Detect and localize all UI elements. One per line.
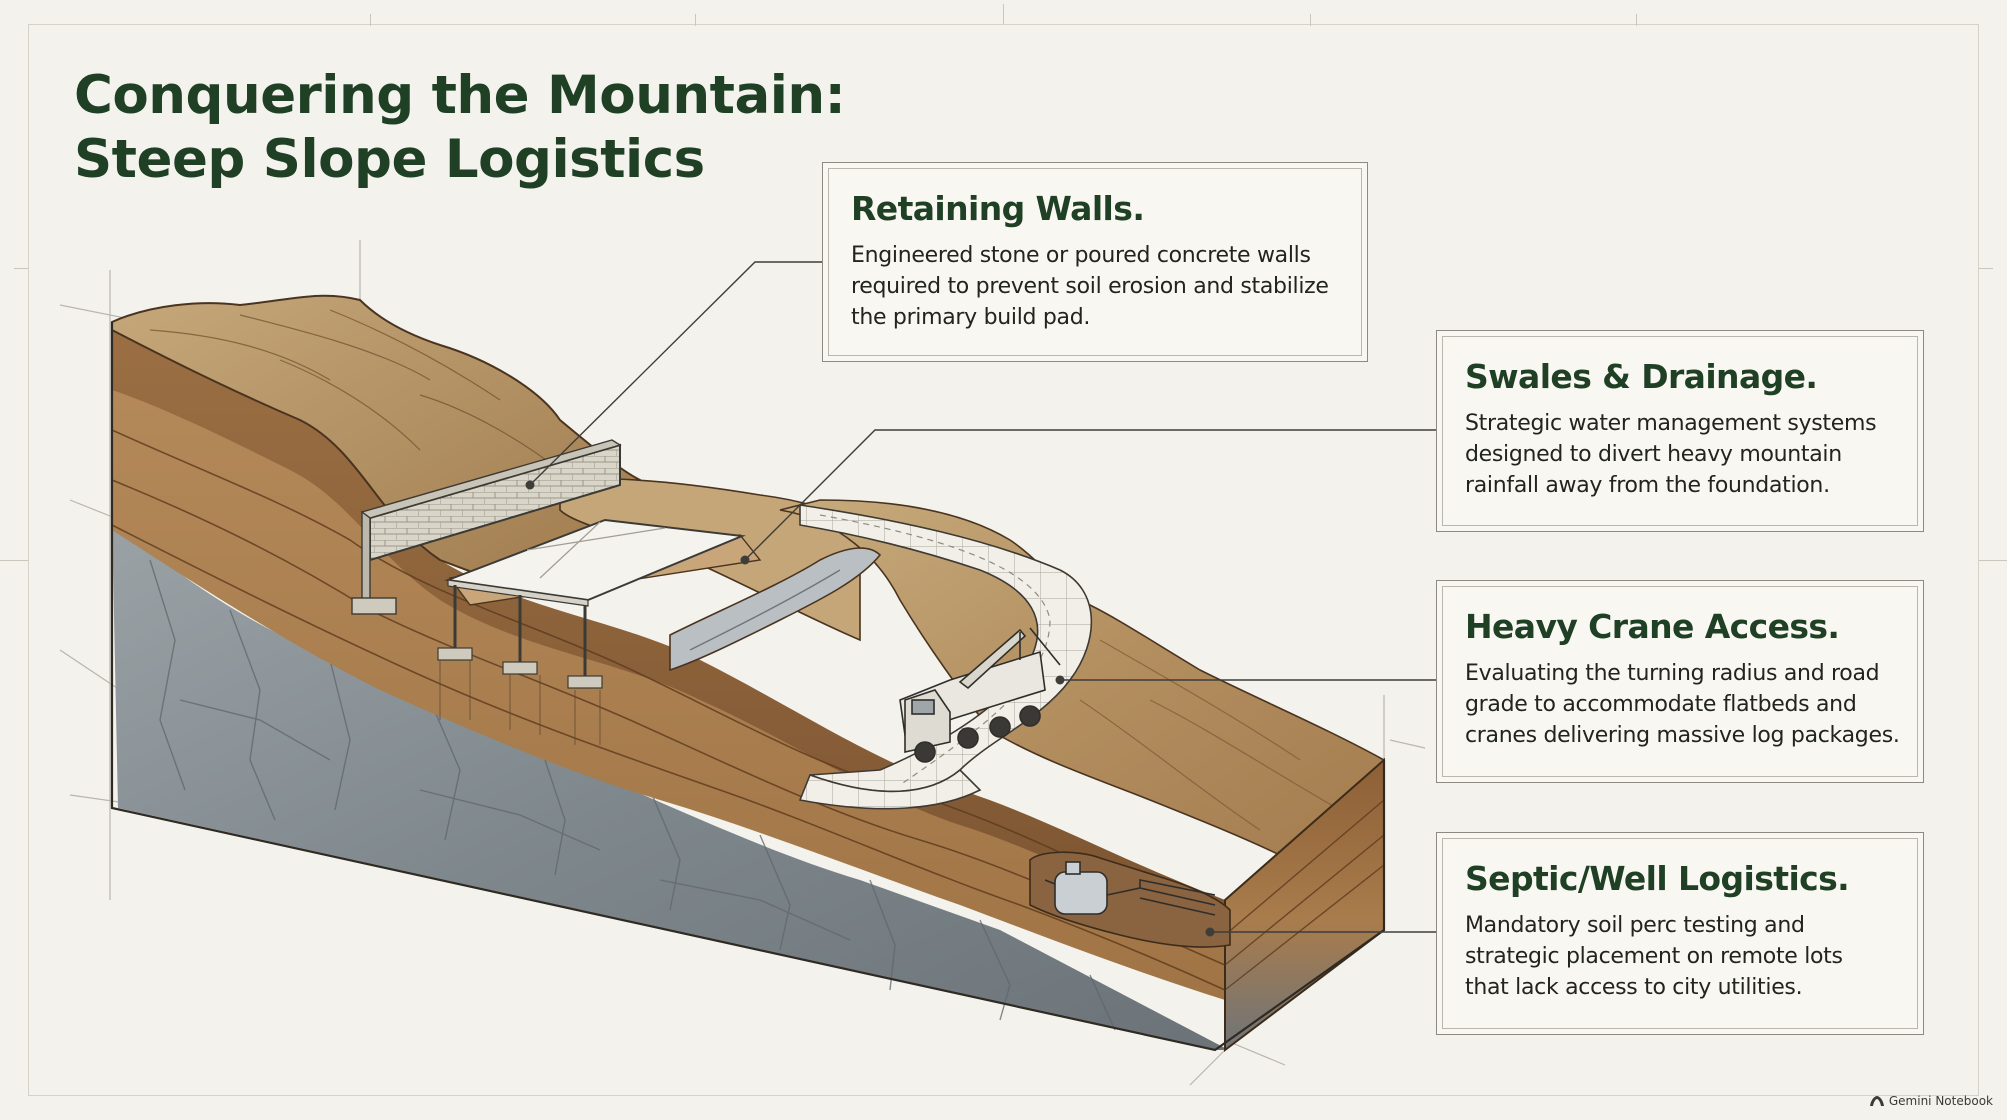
callout-heading: Heavy Crane Access.: [1465, 607, 1840, 646]
callout-body: Mandatory soil perc testing and strategi…: [1465, 910, 1895, 1003]
callout-body: Evaluating the turning radius and road g…: [1465, 658, 1900, 751]
frame-tick: [1003, 4, 1004, 24]
watermark: Gemini Notebook: [1869, 1094, 1993, 1108]
callout-line: Evaluating the turning radius and road: [1465, 661, 1880, 686]
page-title: Conquering the Mountain: Steep Slope Log…: [74, 64, 846, 192]
callout-line: cranes delivering massive log packages.: [1465, 723, 1900, 748]
callout-heading: Swales & Drainage.: [1465, 357, 1818, 396]
callout-heavy-crane-access: Heavy Crane Access. Evaluating the turni…: [1436, 580, 1924, 783]
callout-swales-drainage: Swales & Drainage. Strategic water manag…: [1436, 330, 1924, 532]
frame-tick: [1979, 560, 2007, 561]
title-line-2: Steep Slope Logistics: [74, 129, 705, 190]
callout-body: Strategic water management systems desig…: [1465, 408, 1895, 501]
callout-line: the primary build pad.: [851, 305, 1091, 330]
frame-tick: [1979, 268, 1993, 269]
watermark-text: Gemini Notebook: [1888, 1094, 1993, 1108]
callout-line: grade to accommodate flatbeds and: [1465, 692, 1857, 717]
frame-tick: [14, 268, 28, 269]
title-line-1: Conquering the Mountain:: [74, 65, 846, 126]
frame-tick: [0, 560, 28, 561]
callout-septic-well-logistics: Septic/Well Logistics. Mandatory soil pe…: [1436, 832, 1924, 1035]
frame-tick: [695, 14, 696, 26]
callout-line: that lack access to city utilities.: [1465, 975, 1803, 1000]
crane-truck: [899, 627, 1061, 763]
callout-line: Strategic water management systems: [1465, 411, 1877, 436]
callout-line: strategic placement on remote lots: [1465, 944, 1843, 969]
callout-line: Engineered stone or poured concrete wall…: [851, 243, 1311, 268]
frame-tick: [1636, 14, 1637, 26]
frame-tick: [370, 14, 371, 26]
callout-retaining-walls: Retaining Walls. Engineered stone or pou…: [822, 162, 1368, 362]
callout-line: designed to divert heavy mountain: [1465, 442, 1842, 467]
gemini-spark-icon: [1869, 1096, 1884, 1106]
callout-heading: Septic/Well Logistics.: [1465, 859, 1850, 898]
callout-heading: Retaining Walls.: [851, 189, 1145, 228]
page-frame: [28, 24, 1979, 1096]
callout-line: rainfall away from the foundation.: [1465, 473, 1830, 498]
callout-body: Engineered stone or poured concrete wall…: [851, 240, 1339, 333]
callout-line: Mandatory soil perc testing and: [1465, 913, 1805, 938]
frame-tick: [1310, 14, 1311, 26]
callout-line: required to prevent soil erosion and sta…: [851, 274, 1329, 299]
